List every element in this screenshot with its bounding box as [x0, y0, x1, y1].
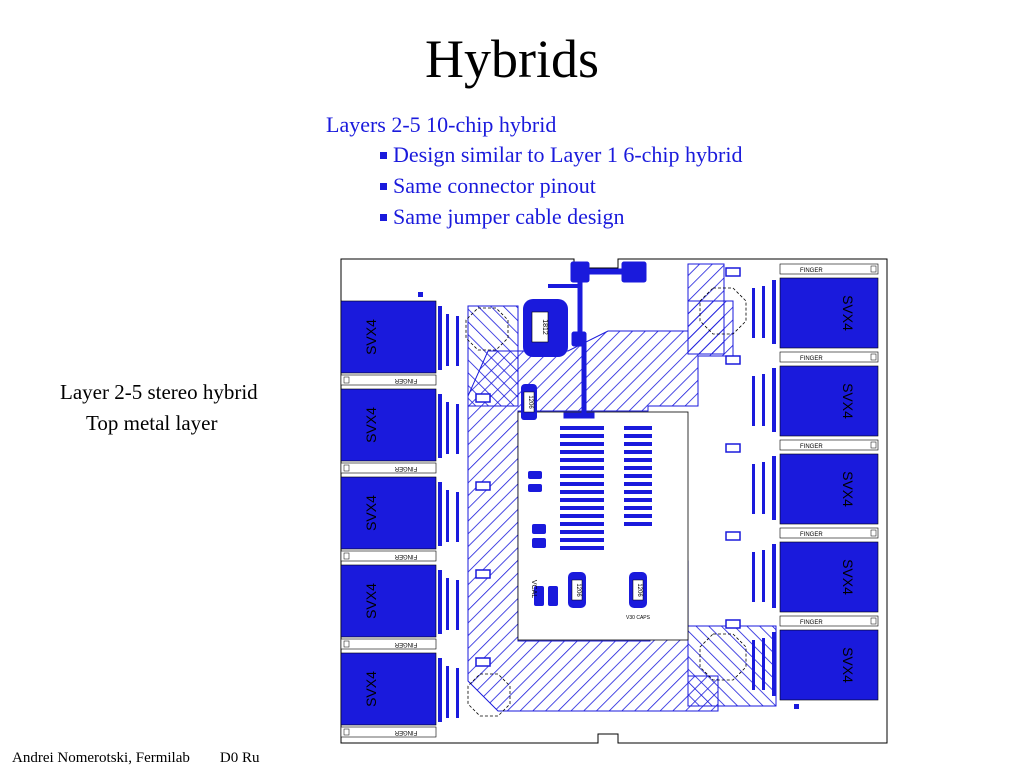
finger-label: FINGER [800, 532, 823, 538]
square-bullet-icon [380, 182, 387, 190]
capacitor-label: 1206 [636, 583, 642, 597]
ground-plane-left [467, 305, 519, 407]
square-bullet-icon [380, 151, 387, 159]
finger-label: FINGER [394, 553, 417, 559]
bullet-item: Same connector pinout [380, 173, 742, 204]
bullet-item: Same jumper cable design [380, 204, 742, 235]
figure-caption-line1: Layer 2-5 stereo hybrid [60, 380, 258, 404]
svx4-chip-right-5: SVX4 [779, 629, 879, 701]
finger-label: FINGER [800, 268, 823, 274]
finger-label: FINGER [800, 356, 823, 362]
resistor-array-right [624, 426, 652, 526]
bullet-list: Design similar to Layer 1 6-chip hybrid … [380, 142, 742, 235]
ground-plane-right [687, 263, 725, 355]
finger-label: FINGER [394, 729, 417, 735]
svx4-chip-right-1: SVX4 [779, 277, 879, 349]
chip-label: SVX4 [840, 559, 856, 595]
chip-label: SVX4 [363, 583, 379, 619]
hybrid-layout-diagram: 1812 [340, 258, 888, 744]
finger-strip-left-5: FINGER [340, 726, 437, 738]
bond-pads-left [418, 292, 459, 722]
finger-strip-left-3: FINGER [340, 550, 437, 562]
finger-label: FINGER [394, 377, 417, 383]
resistor-array-left [560, 426, 604, 550]
mounting-hole-icon [699, 633, 747, 681]
chip-label: SVX4 [840, 295, 856, 331]
connector-pads-left [475, 393, 491, 667]
svx4-chip-left-3: SVX4 [340, 476, 437, 550]
power-trace [548, 261, 647, 419]
chip-label: SVX4 [840, 383, 856, 419]
figure-caption-line2: Top metal layer [86, 411, 218, 435]
footer-author: Andrei Nomerotski, Fermilab [12, 750, 190, 766]
chip-label: SVX4 [363, 495, 379, 531]
finger-label: FINGER [394, 465, 417, 471]
finger-strip-right-3: FINGER [779, 439, 879, 451]
svx4-chip-right-2: SVX4 [779, 365, 879, 437]
chip-label: SVX4 [363, 671, 379, 707]
bullet-item: Design similar to Layer 1 6-chip hybrid [380, 142, 742, 173]
ground-plane-bottom-right [687, 625, 777, 707]
connector-pads-right [725, 267, 741, 629]
intro-text: Layers 2-5 10-chip hybrid [326, 112, 557, 137]
bond-pads-right [752, 280, 799, 709]
mounting-hole-icon [699, 287, 747, 335]
mounting-hole-icon [465, 307, 509, 351]
capacitor-label: 1206 [527, 395, 533, 409]
finger-strip-right-4: FINGER [779, 527, 879, 539]
finger-strip-left-2: FINGER [340, 462, 437, 474]
chip-label: SVX4 [840, 471, 856, 507]
chip-label: SVX4 [840, 647, 856, 683]
slide-title: Hybrids [425, 29, 599, 89]
capacitor-label: 1812 [541, 319, 548, 335]
chip-label: SVX4 [363, 319, 379, 355]
finger-strip-right-1: FINGER [779, 263, 879, 275]
svx4-chip-left-5: SVX4 [340, 652, 437, 726]
footer-event: D0 Ru [219, 750, 260, 766]
mounting-hole-icon [467, 673, 511, 717]
svx4-chip-left-4: SVX4 [340, 564, 437, 638]
caps-label: V30 CAPS [626, 615, 651, 621]
finger-strip-right-2: FINGER [779, 351, 879, 363]
svx4-chip-left-1: SVX4 [340, 300, 437, 374]
svx4-chip-left-2: SVX4 [340, 388, 437, 462]
svx4-chip-right-3: SVX4 [779, 453, 879, 525]
slide-footer: Andrei Nomerotski, Fermilab D0 Ru [12, 750, 259, 767]
finger-strip-left-1: FINGER [340, 374, 437, 386]
finger-strip-right-5: FINGER [779, 615, 879, 627]
finger-label: FINGER [800, 444, 823, 450]
vcal-label: VCAL [530, 580, 537, 598]
finger-strip-left-4: FINGER [340, 638, 437, 650]
capacitor-label: 1206 [575, 583, 581, 597]
chip-label: SVX4 [363, 407, 379, 443]
finger-label: FINGER [394, 641, 417, 647]
svx4-chip-right-4: SVX4 [779, 541, 879, 613]
square-bullet-icon [380, 213, 387, 221]
finger-label: FINGER [800, 620, 823, 626]
